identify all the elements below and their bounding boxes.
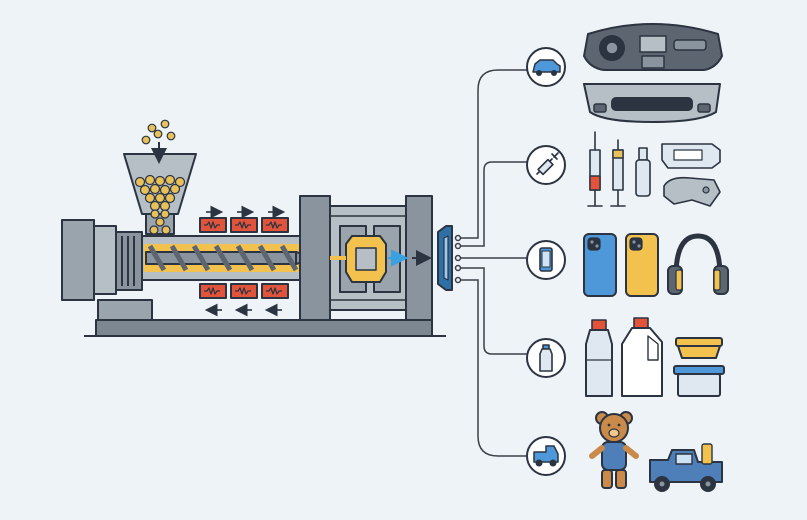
- category-electronics: [526, 240, 566, 280]
- category-automotive: [526, 47, 566, 87]
- phone-case-blue-icon: [583, 233, 617, 297]
- dropper-bottle-icon: [635, 147, 651, 197]
- bottle-icon: [539, 344, 553, 372]
- heater-band: [230, 283, 258, 299]
- heater-band: [199, 283, 227, 299]
- syringe-icon: [610, 139, 626, 207]
- toy-truck-icon: [533, 445, 559, 467]
- heater-band: [230, 217, 258, 233]
- hopper-icon: [123, 119, 197, 235]
- heater-band: [199, 217, 227, 233]
- injection-molding-machine: [61, 119, 453, 337]
- syringe-icon: [587, 131, 603, 207]
- category-packaging: [526, 338, 566, 378]
- smartphone-icon: [539, 247, 553, 272]
- heater-band: [261, 217, 289, 233]
- molded-part-icon: [437, 225, 453, 291]
- category-toys: [526, 436, 566, 476]
- headphones-icon: [667, 233, 729, 295]
- phone-case-yellow-icon: [625, 233, 659, 297]
- milk-jug-icon: [621, 317, 663, 397]
- teddy-bear-icon: [589, 411, 639, 489]
- heater-band: [261, 283, 289, 299]
- car-icon: [532, 59, 561, 76]
- medical-device-housing-icon: [661, 143, 721, 207]
- food-container-icon: [673, 337, 725, 397]
- syringe-icon: [536, 152, 559, 176]
- heater-bands: [199, 205, 289, 317]
- drive-unit: [61, 219, 153, 321]
- water-bottle-icon: [585, 319, 613, 397]
- distribution-connectors: [454, 69, 528, 457]
- toy-truck-icon: [649, 443, 723, 492]
- mold-halves: [330, 225, 409, 293]
- plastic-pellets: [134, 119, 186, 235]
- screw: [145, 244, 317, 272]
- car-dashboard-icon: [583, 23, 723, 71]
- category-medical: [526, 145, 566, 185]
- machine-base: [84, 319, 446, 337]
- car-bumper-icon: [583, 83, 721, 123]
